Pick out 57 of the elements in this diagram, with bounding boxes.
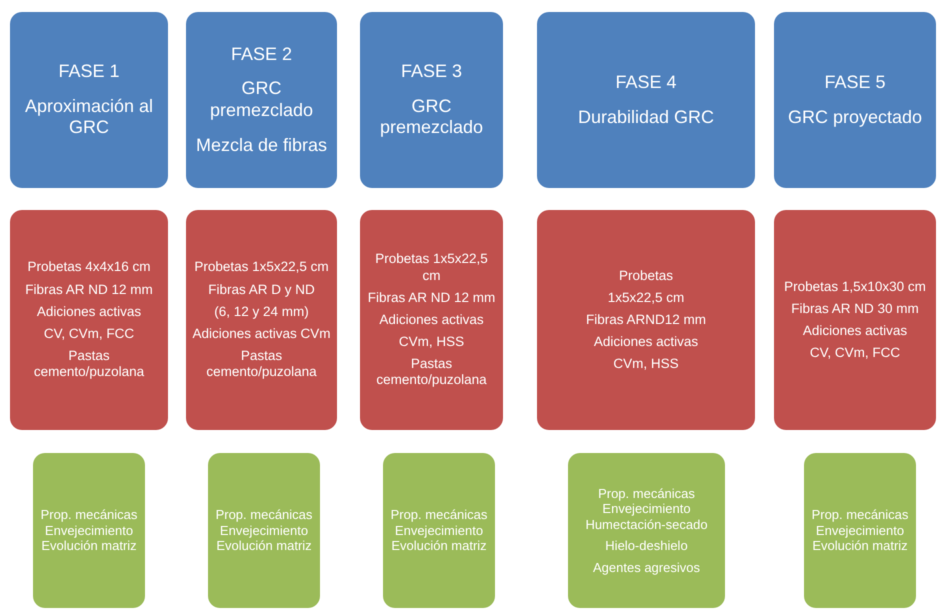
phase-text: Aproximación al GRC: [24, 96, 154, 139]
phase-text: GRC premezclado: [378, 96, 484, 139]
phase-box: [186, 12, 337, 188]
test-text: Prop. mecánicas Envejecimiento Humectación-secado: [584, 486, 709, 532]
specimen-text: Pastas cemento/puzolana: [375, 356, 488, 389]
specimen-text: (6, 12 y 24 mm): [214, 304, 309, 320]
test-box: [804, 453, 916, 608]
phase-text: Durabilidad GRC: [578, 106, 714, 128]
specimen-text: 1x5x22,5 cm: [608, 290, 684, 306]
phase-box: [10, 12, 168, 188]
test-text: Prop. mecánicas Envejecimiento Evolución matriz: [390, 507, 488, 554]
phase-text: Mezcla de fibras: [196, 134, 328, 156]
specimen-text: Probetas 4x4x16 cm: [27, 259, 151, 276]
specimen-box: [186, 210, 337, 430]
specimen-box: [10, 210, 168, 430]
specimen-text: Fibras AR ND 12 mm: [25, 282, 153, 298]
phase-text: GRC proyectado: [788, 106, 922, 128]
specimen-text: Adiciones activas: [594, 334, 698, 350]
specimen-text: Adiciones activas CVm: [192, 326, 331, 342]
test-text: Prop. mecánicas Envejecimiento Evolución matriz: [214, 507, 314, 554]
phase-text: FASE 1: [58, 61, 120, 83]
test-text: Prop. mecánicas Envejecimiento Evolución matriz: [810, 507, 910, 554]
specimen-text: Fibras ARND12 mm: [586, 312, 706, 328]
phase-box: [360, 12, 503, 188]
test-box: [383, 453, 495, 608]
test-box: [568, 453, 725, 608]
specimen-text: CV, CVm, FCC: [44, 326, 134, 342]
test-text: Agentes agresivos: [593, 560, 700, 576]
specimen-text: Fibras AR ND 30 mm: [791, 300, 919, 317]
phase-text: GRC premezclado: [208, 78, 314, 122]
specimen-box: [774, 210, 936, 430]
test-text: Hielo-deshielo: [605, 538, 688, 554]
specimen-box: [360, 210, 503, 430]
specimen-text: Pastas cemento/puzolana: [32, 348, 146, 381]
phase-text: FASE 3: [400, 61, 462, 83]
specimen-text: Probetas 1,5x10x30 cm: [784, 278, 926, 295]
specimen-text: Pastas cemento/puzolana: [205, 348, 318, 381]
specimen-text: Adiciones activas: [36, 304, 142, 320]
test-box: [208, 453, 320, 608]
specimen-text: CVm, HSS: [613, 356, 679, 372]
test-text: Prop. mecánicas Envejecimiento Evolución matriz: [40, 507, 138, 554]
specimen-text: Fibras AR D y ND: [208, 282, 315, 298]
specimen-box: [537, 210, 755, 430]
phase-text: FASE 2: [230, 44, 292, 66]
phase-box: [537, 12, 755, 188]
test-box: [33, 453, 145, 608]
specimen-text: Probetas: [618, 268, 674, 284]
specimen-text: CVm, HSS: [398, 334, 464, 350]
specimen-text: Adiciones activas: [802, 323, 908, 340]
specimen-text: Probetas 1x5x22,5 cm: [194, 259, 329, 276]
phase-text: FASE 4: [615, 72, 677, 94]
specimen-text: Probetas 1x5x22,5 cm: [374, 251, 489, 284]
phase-text: FASE 5: [824, 72, 886, 94]
specimen-text: CV, CVm, FCC: [810, 345, 900, 362]
phase-box: [774, 12, 936, 188]
specimen-text: Fibras AR ND 12 mm: [368, 290, 496, 306]
specimen-text: Adiciones activas: [379, 312, 484, 328]
